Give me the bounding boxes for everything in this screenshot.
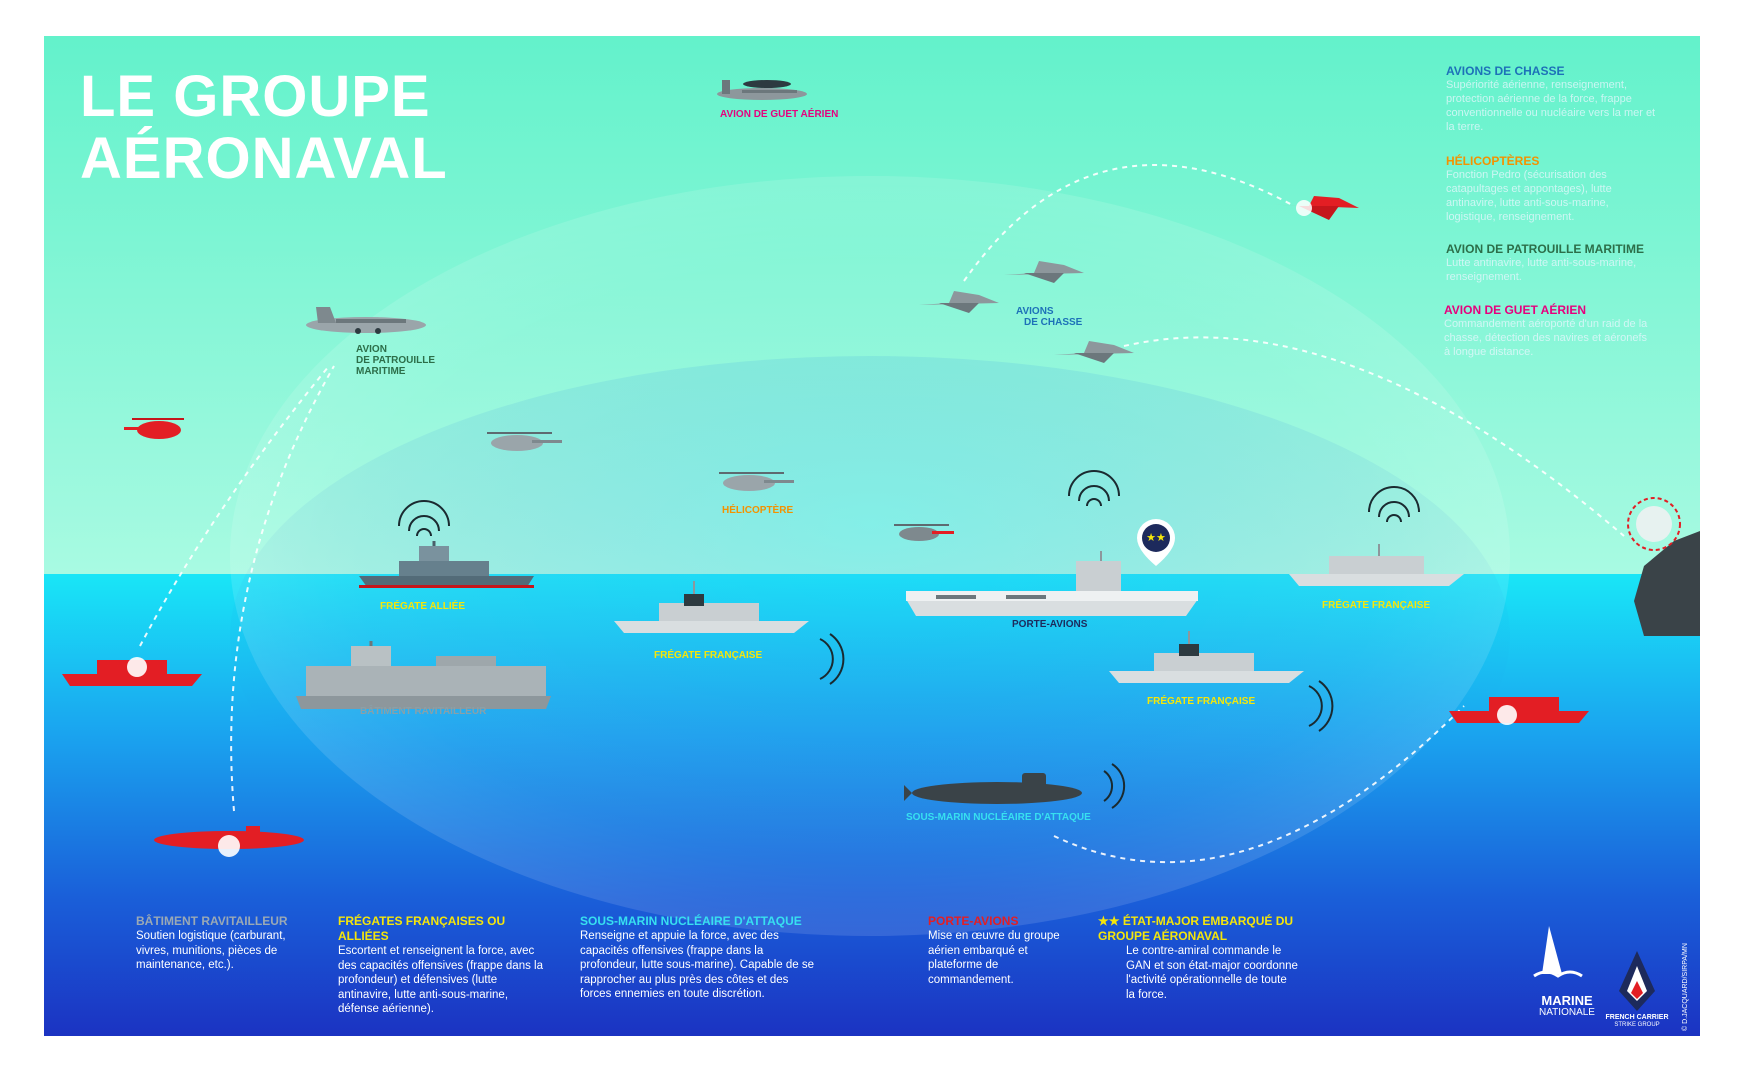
legend-text: Supériorité aérienne, renseignement, pro… <box>1446 79 1656 133</box>
submarine-label: SOUS-MARIN NUCLÉAIRE D'ATTAQUE <box>906 812 1091 823</box>
awacs-plane <box>717 80 807 100</box>
protection-dome-sea <box>230 356 1510 916</box>
command-badge-stars: ★★ <box>1146 531 1166 544</box>
legend-heading: HÉLICOPTÈRES <box>1446 154 1540 168</box>
command-badge <box>1137 519 1175 566</box>
french-frigate-lower-label: FRÉGATE FRANÇAISE <box>1147 696 1256 707</box>
legend-heading: AVION DE PATROUILLE MARITIME <box>1446 242 1644 256</box>
fighters-label: AVIONS DE CHASSE <box>1016 306 1082 328</box>
mpa-label-line-2: DE PATROUILLE <box>356 355 436 366</box>
legend-fighters: AVIONS DE CHASSE Supériorité aérienne, r… <box>1446 64 1656 134</box>
desc-submarine: SOUS-MARIN NUCLÉAIRE D'ATTAQUE Renseigne… <box>580 914 820 1002</box>
fighters-label-line-1: AVIONS <box>1016 306 1054 317</box>
enemy-helicopter <box>124 418 184 439</box>
desc-carrier: PORTE-AVIONS Mise en œuvre du groupe aér… <box>928 914 1078 987</box>
legend-text: Commandement aéroporté d'un raid de la c… <box>1444 318 1648 358</box>
desc-text: Escortent et renseignent la force, avec … <box>338 945 543 1015</box>
enemy-submarine <box>154 826 304 857</box>
fcsg-wordmark-line-1: FRENCH CARRIER <box>1605 1014 1669 1021</box>
desc-heading: FRÉGATES FRANÇAISES OU ALLIÉES <box>338 914 506 943</box>
fighter-jet <box>1004 261 1084 283</box>
coastline-rocks <box>1627 497 1700 636</box>
enemy-jet <box>1259 196 1359 220</box>
legend-text: Lutte antinavire, lutte anti-sous-marine… <box>1446 257 1637 283</box>
desc-text: Le contre-amiral commande le GAN et son … <box>1126 945 1298 1001</box>
french-frigate-center-label: FRÉGATE FRANÇAISE <box>654 650 763 661</box>
supply-ship-label: BÂTIMENT RAVITAILLEUR <box>360 706 487 717</box>
desc-heading: SOUS-MARIN NUCLÉAIRE D'ATTAQUE <box>580 914 802 928</box>
mpa-label: AVION DE PATROUILLE MARITIME <box>356 344 435 377</box>
radar-waves <box>398 470 1420 809</box>
desc-embarked-staff: ★★ ÉTAT-MAJOR EMBARQUÉ DU GROUPE AÉRONAV… <box>1098 914 1298 1002</box>
fcsg-wordmark-line-2: STRIKE GROUP <box>1614 1022 1660 1028</box>
naval-scene: ★★ <box>44 36 1700 1036</box>
french-frigate <box>614 581 809 633</box>
helicopter <box>719 472 794 491</box>
fighters-label-line-2: DE CHASSE <box>1024 317 1083 328</box>
awacs-label: AVION DE GUET AÉRIEN <box>720 109 839 120</box>
helicopter <box>894 524 954 541</box>
photo-credit-text: © D.JACQUARD/SIRPA/MN <box>1681 943 1689 1031</box>
marine-nationale-logo <box>1533 926 1583 978</box>
fighter-jet <box>919 291 999 313</box>
french-frigate-right-label: FRÉGATE FRANÇAISE <box>1322 600 1431 611</box>
title-line-1: LE GROUPE <box>80 64 431 129</box>
legend-text: Fonction Pedro (sécurisation des catapul… <box>1446 169 1612 223</box>
fighter-jet <box>1054 341 1134 363</box>
legend-maritime-patrol: AVION DE PATROUILLE MARITIME Lutte antin… <box>1446 242 1656 284</box>
fcsg-wordmark: FRENCH CARRIER STRIKE GROUP <box>1604 1014 1670 1029</box>
allied-frigate <box>359 541 534 588</box>
page-title: LE GROUPE AÉRONAVAL <box>80 66 448 190</box>
supply-ship <box>296 641 551 709</box>
attack-submarine <box>904 773 1082 804</box>
legend-heading: AVION DE GUET AÉRIEN <box>1444 303 1587 317</box>
marine-wordmark-line-1: MARINE <box>1541 993 1593 1008</box>
marine-wordmark-line-2: NATIONALE <box>1539 1007 1595 1018</box>
enemy-ship <box>62 657 202 686</box>
legend-awacs: AVION DE GUET AÉRIEN Commandement aéropo… <box>1444 303 1654 359</box>
desc-text: Mise en œuvre du groupe aérien embarqué … <box>928 930 1060 986</box>
enemy-ship <box>1449 697 1589 725</box>
desc-frigates: FRÉGATES FRANÇAISES OU ALLIÉES Escortent… <box>338 914 543 1017</box>
photo-credit: © D.JACQUARD/SIRPA/MN <box>1681 943 1689 1031</box>
desc-heading: BÂTIMENT RAVITAILLEUR <box>136 914 288 928</box>
mpa-label-line-1: AVION <box>356 344 387 355</box>
allied-frigate-label: FRÉGATE ALLIÉE <box>380 601 465 612</box>
marine-nationale-wordmark: MARINE NATIONALE <box>1532 994 1602 1019</box>
helicopter <box>487 432 562 451</box>
mpa-label-line-3: MARITIME <box>356 366 406 377</box>
desc-heading: ★★ ÉTAT-MAJOR EMBARQUÉ DU GROUPE AÉRONAV… <box>1098 914 1294 943</box>
french-carrier-strike-group-logo <box>1619 951 1655 1011</box>
maritime-patrol-plane <box>306 307 426 334</box>
trajectories <box>139 164 1625 864</box>
desc-text: Soutien logistique (carburant, vivres, m… <box>136 930 286 971</box>
legend-helicopters: HÉLICOPTÈRES Fonction Pedro (sécurisatio… <box>1446 154 1656 224</box>
french-frigate <box>1109 631 1304 683</box>
aircraft-carrier <box>906 551 1198 616</box>
desc-text: Renseigne et appuie la force, avec des c… <box>580 930 814 1000</box>
helicopter-label: HÉLICOPTÈRE <box>722 505 794 516</box>
infographic-poster: ★★ <box>44 36 1700 1036</box>
desc-supply-ship: BÂTIMENT RAVITAILLEUR Soutien logistique… <box>136 914 306 973</box>
title-line-2: AÉRONAVAL <box>80 126 448 191</box>
legend-heading: AVIONS DE CHASSE <box>1446 64 1565 78</box>
desc-heading: PORTE-AVIONS <box>928 914 1019 928</box>
carrier-label: PORTE-AVIONS <box>1012 619 1088 630</box>
french-frigate <box>1289 544 1464 586</box>
